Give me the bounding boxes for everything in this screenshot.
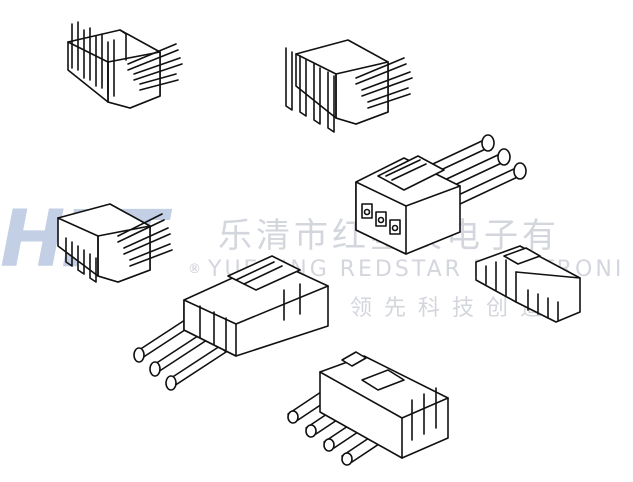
wire-housing-3-pin [355, 134, 527, 255]
straight-pin-header-left [57, 203, 173, 283]
registered-mark-watermark: ® [188, 262, 201, 277]
slogan-cn-watermark: 领先科技创造 [350, 296, 555, 321]
multi-pin-housing-bottom [287, 351, 449, 466]
right-angle-pin-header-top-middle [285, 39, 413, 133]
right-angle-pin-header-top-left [67, 21, 183, 109]
wire-housing-3-pin-center [133, 255, 329, 391]
multi-pin-housing-right [475, 245, 581, 323]
